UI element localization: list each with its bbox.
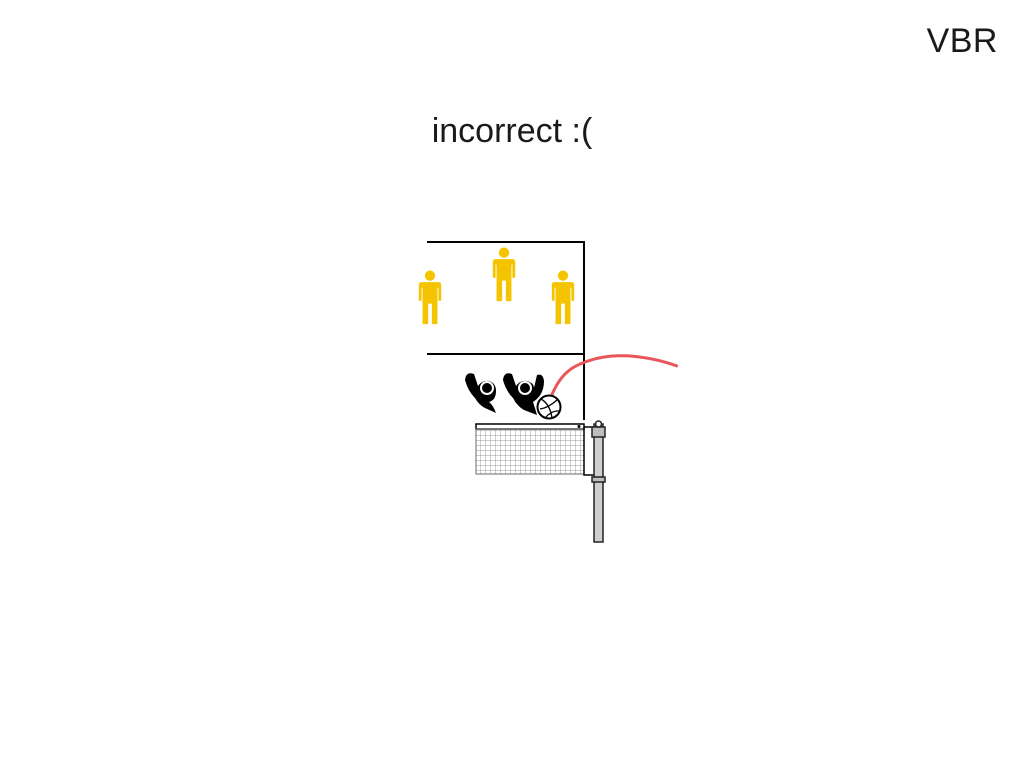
slide-title: incorrect :(	[431, 112, 593, 150]
blocker-player-icon	[503, 373, 544, 415]
teammate-player-icon	[492, 247, 516, 302]
corner-label: VBR	[926, 22, 998, 60]
net-post-icon	[591, 420, 606, 543]
net-icon	[475, 423, 594, 476]
blocker-player-icon	[465, 373, 496, 413]
teammates	[418, 247, 575, 325]
volleyball-icon	[536, 394, 562, 420]
ball-trajectory	[549, 354, 679, 399]
court-lines	[427, 241, 585, 420]
teammate-player-icon	[551, 270, 575, 325]
teammate-player-icon	[418, 270, 442, 325]
